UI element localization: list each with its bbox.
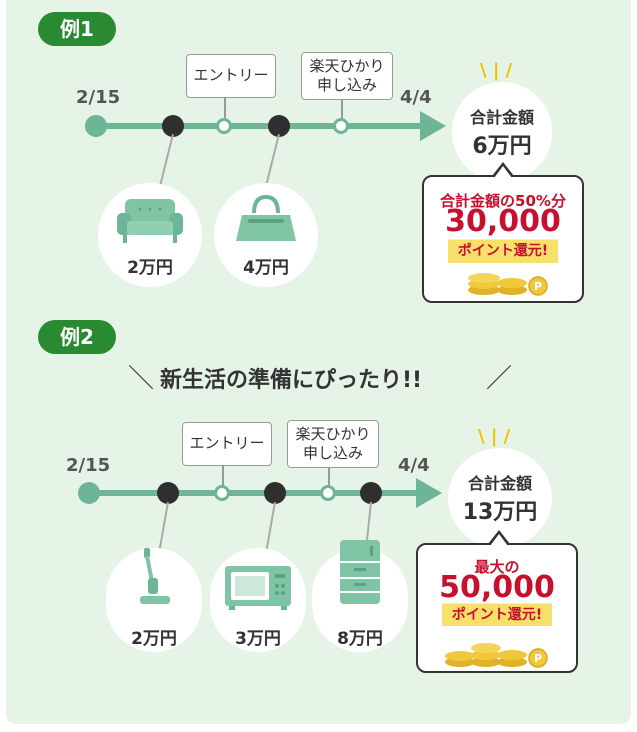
example1-entry-tag: エントリー — [186, 54, 276, 98]
sofa-icon — [117, 199, 183, 243]
example2-reward-caption: 最大の — [474, 558, 520, 576]
example1-end-date: 4/4 — [400, 87, 432, 108]
example1-start-date: 2/15 — [76, 87, 121, 108]
example2-total-label: 合計金額 — [467, 474, 532, 493]
example1-hikari-stem — [341, 100, 343, 118]
example1-purchase-dot-2 — [268, 115, 290, 137]
example2-start-dot — [78, 482, 100, 504]
example1-start-dot — [85, 115, 107, 137]
example2-entry-stem — [222, 466, 224, 486]
example2-price-1: 2万円 — [131, 629, 177, 649]
example2-reward-points: 50,000 — [439, 570, 555, 605]
example2-entry-dot — [214, 485, 230, 501]
example2-headline: 新生活の準備にぴったり!! — [160, 368, 423, 393]
example1-total-sparkle: \ | / — [480, 60, 513, 81]
example2-purchase-1: 2万円 — [106, 548, 202, 652]
example2-badge: 例2 — [38, 320, 116, 354]
example2-bubble-tail-inner — [490, 534, 508, 546]
example2-purchase-dot-3 — [360, 482, 382, 504]
example2-hikari-tag: 楽天ひかり 申し込み — [287, 420, 379, 468]
example2-price-3: 8万円 — [337, 629, 383, 649]
example2-entry-label: エントリー — [189, 434, 265, 452]
example1-purchase-2: 4万円 — [214, 183, 318, 287]
example2-purchase-dot-1 — [157, 482, 179, 504]
example2-entry-tag: エントリー — [182, 422, 272, 466]
example2-total-sparkle: \ | / — [478, 426, 511, 447]
refrigerator-icon — [340, 540, 380, 604]
stick-vacuum-icon — [140, 548, 170, 604]
svg-text:P: P — [534, 652, 542, 665]
coin-stack-icon: P — [468, 273, 548, 296]
example1-total-label: 合計金額 — [469, 108, 534, 127]
example1-hikari-tag: 楽天ひかり 申し込み — [301, 52, 393, 100]
example2-price-2: 3万円 — [235, 629, 281, 649]
example2-purchase-3: 8万円 — [312, 540, 408, 652]
example1-reward-points: 30,000 — [445, 204, 561, 239]
example2-hikari-line2: 申し込み — [302, 444, 363, 462]
example1-hikari-dot — [333, 118, 349, 134]
example2-hikari-line1: 楽天ひかり — [295, 425, 371, 443]
example2-start-date: 2/15 — [66, 455, 111, 476]
coin-stack-icon: P — [445, 643, 548, 668]
example2-timeline-arrow — [416, 478, 442, 508]
svg-text:P: P — [534, 280, 542, 293]
example2-timeline-axis — [88, 490, 418, 496]
example2-hikari-stem — [328, 468, 330, 486]
handbag-icon — [236, 194, 296, 241]
example2-reward-unit: ポイント還元! — [451, 607, 543, 623]
example1-entry-dot — [216, 118, 232, 134]
headline-slash-right: ／ — [486, 364, 513, 394]
example1-hikari-line2: 申し込み — [316, 76, 377, 94]
example2-end-date: 4/4 — [398, 455, 430, 476]
example1-timeline-arrow — [420, 111, 446, 141]
example2-purchase-dot-2 — [264, 482, 286, 504]
example1-bubble-tail-inner — [494, 166, 512, 178]
example1-entry-stem — [224, 98, 226, 118]
example1-hikari-line1: 楽天ひかり — [309, 57, 385, 75]
example1-reward-unit: ポイント還元! — [457, 243, 549, 259]
example2-total-value: 13万円 — [462, 500, 538, 525]
example1-total-value: 6万円 — [472, 134, 532, 159]
example1-entry-label: エントリー — [193, 66, 269, 84]
example2-purchase-2: 3万円 — [210, 548, 306, 652]
example2-hikari-dot — [320, 485, 336, 501]
headline-slash-left: ＼ — [128, 364, 155, 394]
microwave-icon — [225, 566, 291, 610]
example2-reward-highlight — [442, 576, 552, 626]
example1-badge: 例1 — [38, 12, 116, 46]
example1-purchase-1: 2万円 — [98, 183, 202, 287]
example1-price-1: 2万円 — [127, 258, 173, 278]
example1-price-2: 4万円 — [243, 258, 289, 278]
example1-purchase-dot-1 — [162, 115, 184, 137]
example1-timeline-axis — [92, 123, 422, 129]
example1-reward-highlight — [448, 211, 558, 263]
example1-reward-caption: 合計金額の50%分 — [440, 192, 566, 210]
